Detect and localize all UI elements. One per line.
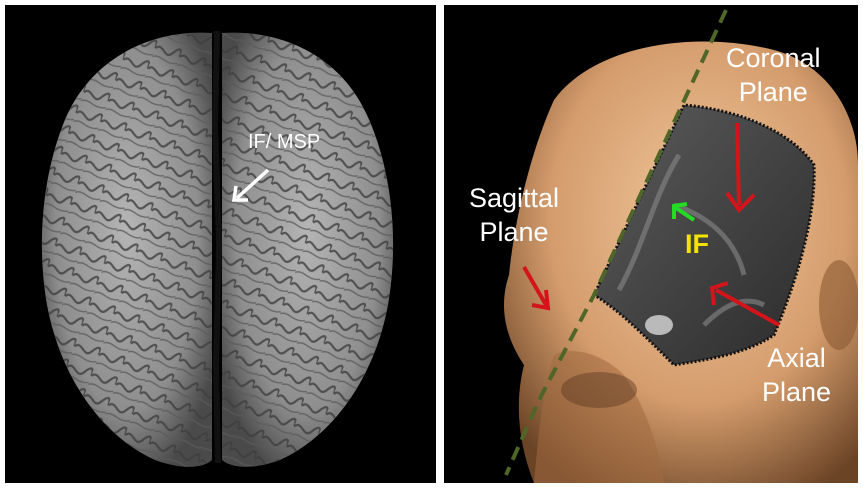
head-3d-view-panel: Coronal Plane Sagittal Plane Axial Plane… — [444, 5, 858, 483]
sagittal-plane-label: Sagittal Plane — [469, 181, 559, 249]
brain-top-view-image — [5, 5, 436, 483]
if-msp-label: IF/ MSP — [248, 130, 320, 154]
brain-top-view-panel: IF/ MSP — [5, 5, 436, 483]
axial-plane-label: Axial Plane — [762, 341, 831, 409]
interhemispheric-fissure — [215, 31, 219, 463]
coronal-plane-label: Coronal Plane — [726, 41, 821, 109]
if-label: IF — [685, 227, 709, 261]
